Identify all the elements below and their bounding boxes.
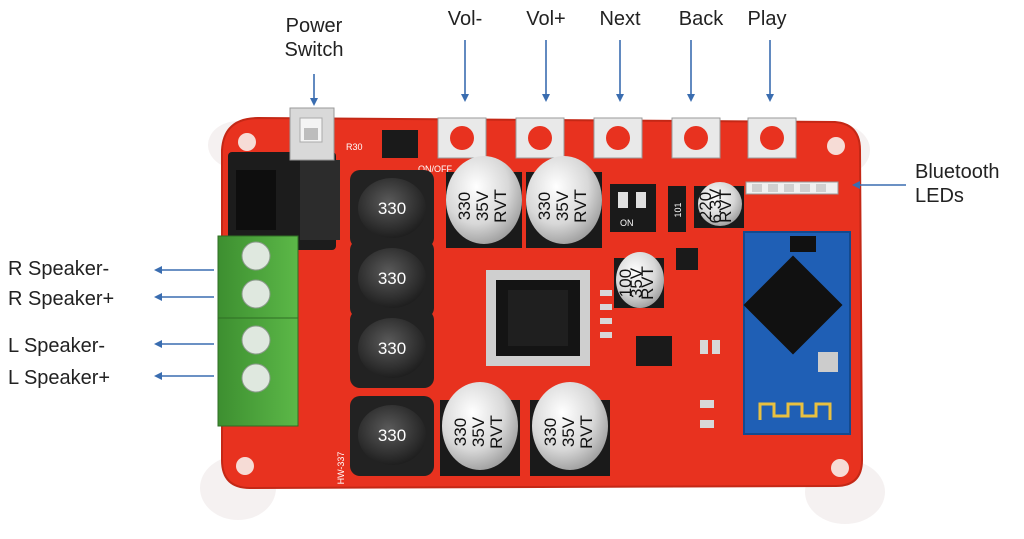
capacitor-bottom-right: 330 35V RVT: [530, 382, 610, 476]
svg-text:100: 100: [616, 269, 635, 297]
bluetooth-leds: [745, 181, 839, 195]
capacitor-small-220: 220 6.3V RVT: [694, 182, 744, 228]
button-back: [671, 117, 721, 159]
speaker-terminal-left: [217, 317, 299, 427]
capacitor-top-left: 330 35V RVT: [446, 156, 522, 248]
inductor-1: 330: [350, 170, 434, 248]
svg-text:330: 330: [541, 418, 560, 446]
inductor-3: 330: [350, 310, 434, 388]
speaker-terminal-right: [217, 235, 299, 319]
dip-switch: ON: [610, 184, 656, 232]
label-next: Next: [599, 8, 641, 30]
svg-text:330: 330: [378, 339, 406, 358]
svg-text:RVT: RVT: [577, 415, 596, 449]
svg-text:35V: 35V: [559, 416, 578, 447]
label-play: Play: [747, 8, 787, 30]
label-vol-minus: Vol-: [447, 8, 483, 30]
svg-text:330: 330: [535, 192, 554, 220]
amplifier-ic: [486, 270, 590, 366]
svg-text:330: 330: [378, 199, 406, 218]
capacitor-bottom-left: 330 35V RVT: [440, 382, 520, 476]
label-l-speaker-minus: L Speaker-: [8, 335, 106, 357]
svg-text:220: 220: [696, 192, 715, 220]
svg-text:RVT: RVT: [571, 189, 590, 223]
svg-text:330: 330: [455, 192, 474, 220]
label-back: Back: [678, 8, 724, 30]
capacitor-top-right: 330 35V RVT: [526, 156, 602, 248]
power-switch: [289, 107, 335, 161]
smd-resistor: 101: [668, 186, 686, 232]
power-jack: [228, 152, 340, 250]
bluetooth-module: [743, 231, 851, 435]
button-next: [593, 117, 643, 159]
label-vol-plus: Vol+: [526, 8, 566, 30]
svg-text:HW-337: HW-337: [336, 452, 346, 485]
svg-text:RVT: RVT: [491, 189, 510, 223]
svg-text:RVT: RVT: [716, 189, 735, 223]
svg-text:35V: 35V: [473, 190, 492, 221]
svg-text:35V: 35V: [627, 267, 646, 298]
label-power-switch-line1: Power: [285, 15, 343, 37]
button-play: [747, 117, 797, 159]
button-vol-minus: [437, 117, 487, 159]
label-bluetooth-leds-line2: LEDs: [915, 185, 964, 207]
svg-text:330: 330: [378, 426, 406, 445]
label-bluetooth-leds-line1: Bluetooth: [915, 161, 1000, 183]
svg-text:RVT: RVT: [487, 415, 506, 449]
inductor-2: 330: [350, 240, 434, 318]
svg-text:330: 330: [378, 269, 406, 288]
svg-text:330: 330: [451, 418, 470, 446]
svg-text:35V: 35V: [553, 190, 572, 221]
svg-text:35V: 35V: [469, 416, 488, 447]
label-power-switch: Power Switch: [262, 14, 366, 62]
inductor-4: 330: [350, 396, 434, 476]
capacitor-small-100: 100 35V RVT: [614, 252, 664, 308]
svg-text:ON: ON: [620, 218, 634, 228]
svg-text:R30: R30: [346, 142, 363, 152]
svg-text:6.3V: 6.3V: [706, 188, 725, 224]
label-r-speaker-minus: R Speaker-: [8, 258, 110, 280]
svg-text:ON/OFF: ON/OFF: [418, 164, 452, 174]
label-bluetooth-leds: Bluetooth LEDs: [915, 160, 1000, 208]
button-vol-plus: [515, 117, 565, 159]
label-l-speaker-plus: L Speaker+: [8, 367, 111, 389]
svg-text:101: 101: [673, 202, 683, 217]
label-power-switch-line2: Switch: [284, 39, 344, 61]
label-r-speaker-plus: R Speaker+: [8, 288, 115, 310]
svg-text:RVT: RVT: [638, 266, 657, 300]
